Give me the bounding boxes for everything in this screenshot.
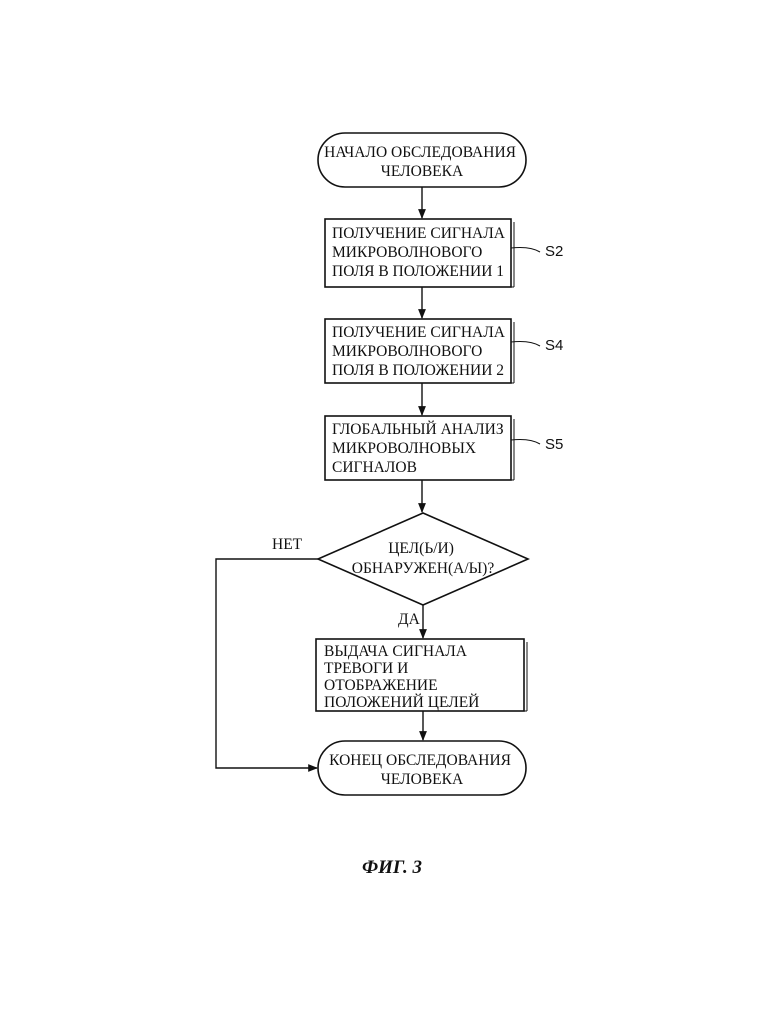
end-line-1: КОНЕЦ ОБСЛЕДОВАНИЯ: [329, 752, 511, 769]
step-s4-leader: [511, 342, 540, 347]
step-s4-line-3: ПОЛЯ В ПОЛОЖЕНИИ 2: [332, 362, 504, 379]
decision-yes-label: ДА: [398, 611, 421, 628]
process-step-s5: ГЛОБАЛЬНЫЙ АНАЛИЗ МИКРОВОЛНОВЫХ СИГНАЛОВ…: [325, 416, 563, 480]
alarm-line-3: ОТОБРАЖЕНИЕ: [324, 677, 438, 694]
step-s2-leader: [511, 248, 540, 253]
step-s5-line-2: МИКРОВОЛНОВЫХ: [332, 440, 476, 457]
alarm-line-4: ПОЛОЖЕНИЙ ЦЕЛЕЙ: [324, 694, 479, 711]
end-line-2: ЧЕЛОВЕКА: [381, 771, 464, 788]
end-terminator: КОНЕЦ ОБСЛЕДОВАНИЯ ЧЕЛОВЕКА: [318, 741, 526, 795]
svg-text:ПОЛУЧЕНИЕ СИГНАЛА МИКРОВ: ПОЛУЧЕНИЕ СИГНАЛА МИКРОВОЛНОВОГО ПОЛЯ В …: [332, 225, 509, 280]
step-s5-line-1: ГЛОБАЛЬНЫЙ АНАЛИЗ: [332, 421, 504, 438]
step-s2-line-2: МИКРОВОЛНОВОГО: [332, 244, 482, 261]
process-step-alarm: ВЫДАЧА СИГНАЛА ТРЕВОГИ И ОТОБРАЖЕНИЕ ПОЛ…: [316, 639, 527, 711]
connector-decision-end-no: [216, 559, 318, 768]
decision-line-1: ЦЕЛ(Ь/И): [388, 540, 454, 557]
decision-no-label: НЕТ: [272, 536, 303, 553]
alarm-line-1: ВЫДАЧА СИГНАЛА: [324, 643, 468, 660]
step-s5-label: S5: [545, 436, 563, 453]
step-s4-label: S4: [545, 337, 563, 354]
decision-line-2: ОБНАРУЖЕН(А/Ы)?: [352, 560, 495, 577]
decision-diamond: ЦЕЛ(Ь/И) ОБНАРУЖЕН(А/Ы)?: [318, 513, 528, 605]
start-line-2: ЧЕЛОВЕКА: [381, 163, 464, 180]
step-s5-line-3: СИГНАЛОВ: [332, 459, 417, 476]
step-s4-line-2: МИКРОВОЛНОВОГО: [332, 343, 482, 360]
alarm-line-2: ТРЕВОГИ И: [324, 660, 408, 677]
svg-text:ПОЛУЧЕНИЕ СИГНАЛА МИКРОВ: ПОЛУЧЕНИЕ СИГНАЛА МИКРОВОЛНОВОГО ПОЛЯ В …: [332, 324, 509, 379]
start-terminator: НАЧАЛО ОБСЛЕДОВАНИЯ ЧЕЛОВЕКА: [318, 133, 526, 187]
step-s2-line-3: ПОЛЯ В ПОЛОЖЕНИИ 1: [332, 263, 504, 280]
step-s5-leader: [511, 440, 540, 445]
start-line-1: НАЧАЛО ОБСЛЕДОВАНИЯ: [324, 144, 516, 161]
step-s2-label: S2: [545, 243, 563, 260]
process-step-s2: ПОЛУЧЕНИЕ СИГНАЛА МИКРОВОЛНОВОГО ПОЛЯ В …: [325, 219, 563, 287]
step-s2-line-1: ПОЛУЧЕНИЕ СИГНАЛА: [332, 225, 506, 242]
process-step-s4: ПОЛУЧЕНИЕ СИГНАЛА МИКРОВОЛНОВОГО ПОЛЯ В …: [325, 319, 563, 383]
step-s4-line-1: ПОЛУЧЕНИЕ СИГНАЛА: [332, 324, 506, 341]
figure-caption: ФИГ. 3: [362, 857, 422, 878]
